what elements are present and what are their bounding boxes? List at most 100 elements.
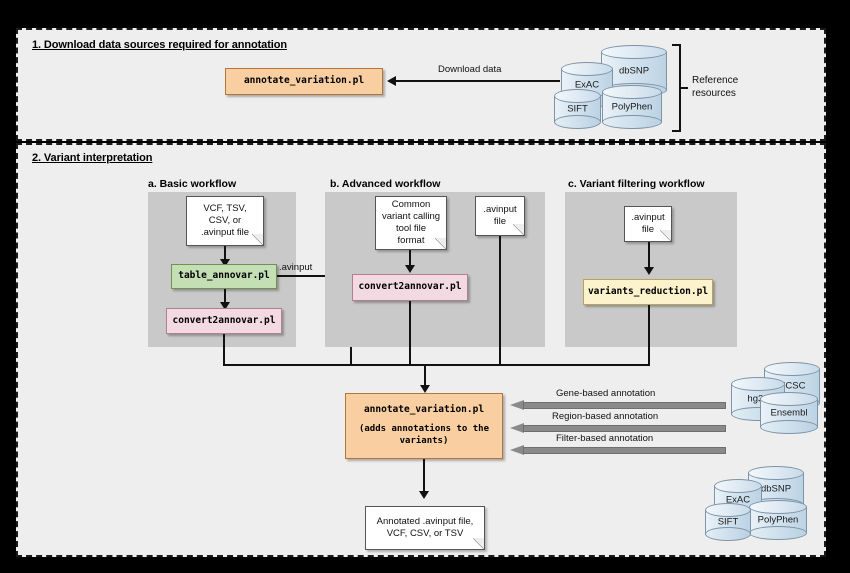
db-label: PolyPhen	[611, 101, 653, 113]
block-arrow-region-based	[510, 423, 726, 434]
line-avinput-side-down	[499, 236, 501, 366]
arrow-shaft	[523, 447, 726, 454]
line-bus-to-main	[424, 364, 426, 390]
db-label: Ensembl	[770, 407, 808, 419]
block-arrow-filter-based	[510, 445, 726, 456]
db-label: SIFT	[717, 516, 739, 528]
process-annotate-variation-download[interactable]: annotate_variation.pl	[225, 68, 383, 95]
arrow-head-icon	[510, 400, 524, 410]
download-data-label: Download data	[438, 64, 502, 75]
process-variants-reduction[interactable]: variants_reduction.pl	[583, 279, 713, 305]
workflow-c-title: c. Variant filtering workflow	[568, 178, 705, 190]
doc-line: variant calling	[381, 211, 441, 223]
cylinder-top	[748, 466, 804, 480]
db-label: UCSC	[778, 380, 806, 392]
reference-label-line2: resources	[692, 88, 736, 99]
doc-line: VCF, CSV, or TSV	[386, 528, 464, 539]
section-2-title: 2. Variant interpretation	[32, 152, 153, 164]
download-data-arrowhead	[387, 76, 396, 86]
doc-text: Annotated .avinput file, VCF, CSV, or TS…	[377, 516, 474, 540]
page-fold-icon	[513, 224, 525, 236]
db-cylinder-polyphen-2: PolyPhen	[749, 500, 807, 540]
db-label: dbSNP	[760, 483, 792, 495]
line-avinput-right	[277, 275, 352, 277]
doc-avinput-side: .avinput file	[475, 196, 525, 236]
page-fold-icon	[473, 538, 485, 550]
process-label: annotate_variation.pl	[363, 404, 485, 416]
db-label: ExAC	[725, 494, 751, 506]
doc-line: file	[493, 216, 507, 227]
doc-advanced-input: Common variant calling tool file format	[375, 196, 447, 250]
doc-line: VCF, TSV,	[203, 203, 247, 215]
cylinder-bottom	[749, 526, 807, 540]
line-main-to-output	[423, 459, 425, 497]
arrow-head-icon	[510, 445, 524, 455]
cylinder-bottom	[705, 527, 751, 541]
db-label: dbSNP	[618, 65, 650, 77]
db-label: PolyPhen	[757, 514, 799, 526]
doc-text: .avinput file	[631, 212, 664, 236]
download-data-line	[396, 80, 560, 82]
doc-line: Annotated .avinput file,	[376, 516, 474, 528]
cylinder-top	[602, 85, 662, 99]
merge-bus-line	[223, 364, 650, 366]
arrow-shaft	[523, 402, 726, 409]
doc-text: VCF, TSV, CSV, or .avinput file	[201, 203, 249, 239]
reference-bracket-tick	[681, 87, 688, 89]
page-fold-icon	[660, 230, 672, 242]
doc-line: .avinput	[631, 212, 665, 224]
cylinder-top	[554, 89, 601, 103]
page-fold-icon	[252, 234, 264, 246]
avinput-branch-label: .avinput	[279, 262, 313, 273]
db-cylinder-polyphen-1: PolyPhen	[602, 85, 662, 129]
cylinder-top	[714, 479, 762, 493]
arrowhead-main-to-output	[419, 491, 429, 499]
process-convert2annovar-basic[interactable]: convert2annovar.pl	[166, 308, 282, 334]
doc-line: Common	[391, 199, 431, 211]
block-arrow-gene-based	[510, 400, 726, 411]
doc-line: .avinput file	[200, 226, 250, 238]
cylinder-top	[760, 392, 818, 406]
cylinder-top	[731, 377, 785, 391]
doc-text: Common variant calling tool file format	[382, 199, 440, 247]
reference-resources-label: Reference resources	[692, 74, 738, 100]
db-label: ExAC	[574, 79, 600, 91]
process-table-annovar[interactable]: table_annovar.pl	[171, 264, 277, 289]
process-label: table_annovar.pl	[178, 270, 270, 282]
doc-output: Annotated .avinput file, VCF, CSV, or TS…	[365, 506, 485, 550]
arrowhead-bus-to-main	[420, 385, 430, 393]
line-filtering-doc-to-reduction	[648, 242, 650, 272]
cylinder-top	[749, 500, 807, 514]
arrowhead-table-to-convert	[220, 302, 230, 310]
doc-line: format	[397, 234, 425, 246]
section-1-title: 1. Download data sources required for an…	[32, 39, 287, 51]
arrow-shaft	[523, 425, 726, 432]
reference-bracket	[672, 44, 681, 132]
cylinder-top	[561, 62, 613, 76]
process-convert2annovar-advanced[interactable]: convert2annovar.pl	[352, 274, 468, 301]
doc-text: .avinput file	[483, 204, 516, 228]
line-reduction-down	[648, 305, 650, 366]
process-label: convert2annovar.pl	[172, 314, 276, 326]
cylinder-top	[601, 45, 667, 59]
line-advanced-doc-to-convert	[409, 250, 411, 270]
process-annotate-variation-main[interactable]: annotate_variation.pl (adds annotations …	[345, 393, 503, 459]
cylinder-bottom	[760, 420, 818, 434]
line-advanced-convert-down	[409, 301, 411, 366]
line-basic-doc-to-table	[224, 246, 226, 264]
doc-line: CSV, or	[208, 215, 242, 227]
doc-line: tool file	[395, 223, 427, 234]
cylinder-top	[764, 362, 820, 376]
process-label: annotate_variation.pl	[243, 75, 365, 87]
doc-filtering-input: .avinput file	[624, 206, 672, 242]
process-sublabel-line1: (adds annotations to the	[358, 424, 490, 435]
line-basic-convert-down	[223, 334, 225, 366]
reference-label-line1: Reference	[692, 75, 739, 86]
db-cylinder-sift-2: SIFT	[705, 503, 751, 541]
db-cylinder-sift-1: SIFT	[554, 89, 601, 129]
process-sublabel-line2: variants)	[399, 436, 449, 447]
cylinder-top	[705, 503, 751, 517]
cylinder-bottom	[554, 115, 601, 129]
process-label: variants_reduction.pl	[587, 285, 709, 297]
